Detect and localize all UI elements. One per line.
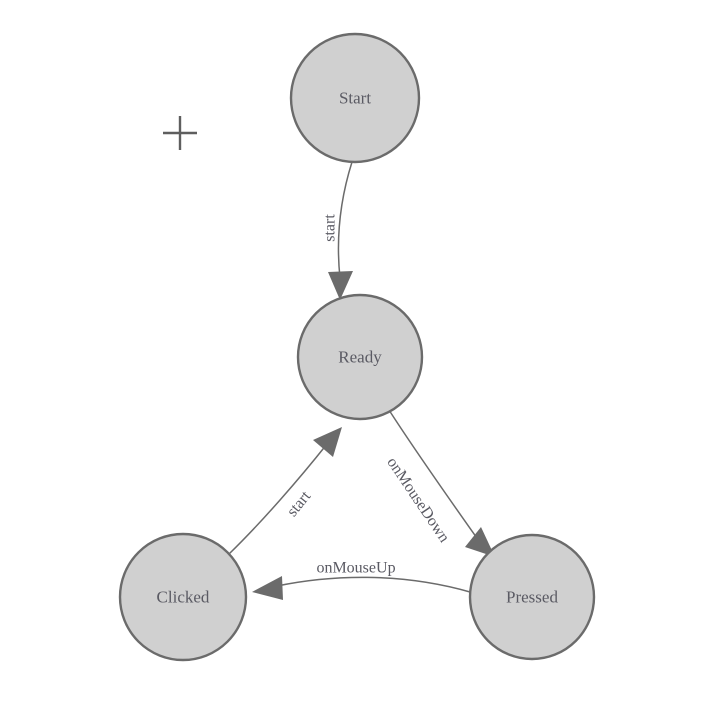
arrowhead-icon bbox=[328, 271, 353, 300]
node-label: Clicked bbox=[157, 588, 210, 607]
state-node-pressed[interactable]: Pressed bbox=[468, 533, 596, 661]
node-label: Start bbox=[339, 89, 371, 108]
edge-label-start: start bbox=[322, 214, 339, 242]
edge-path bbox=[276, 576, 471, 593]
edge-path bbox=[388, 409, 480, 542]
plus-icon bbox=[163, 116, 197, 150]
arrowhead-icon bbox=[465, 527, 495, 557]
edge-label-onmouseup: onMouseUp bbox=[316, 560, 395, 577]
node-shape[interactable] bbox=[468, 533, 596, 661]
state-node-start[interactable]: Start bbox=[289, 32, 421, 164]
node-shape[interactable] bbox=[118, 532, 248, 662]
arrowhead-icon bbox=[252, 576, 283, 600]
node-shape[interactable] bbox=[296, 293, 424, 421]
edge-ready-to-pressed[interactable]: onMouseDown bbox=[383, 409, 495, 557]
edge-label-start-return: start bbox=[284, 488, 315, 521]
edge-path bbox=[337, 161, 353, 279]
edge-start-to-ready[interactable]: start bbox=[322, 161, 354, 300]
arrowhead-icon bbox=[313, 427, 342, 457]
node-label: Ready bbox=[338, 348, 382, 367]
node-label: Pressed bbox=[506, 588, 558, 607]
edge-pressed-to-clicked[interactable]: onMouseUp bbox=[252, 560, 471, 601]
state-node-ready[interactable]: Ready bbox=[296, 293, 424, 421]
edge-label-onmousedown: onMouseDown bbox=[383, 454, 452, 545]
state-node-clicked[interactable]: Clicked bbox=[118, 532, 248, 662]
nodes-layer: Start Ready Clicked Pressed bbox=[118, 32, 596, 662]
node-shape[interactable] bbox=[289, 32, 421, 164]
edge-path bbox=[228, 443, 328, 555]
edge-clicked-to-ready[interactable]: start bbox=[228, 427, 342, 555]
